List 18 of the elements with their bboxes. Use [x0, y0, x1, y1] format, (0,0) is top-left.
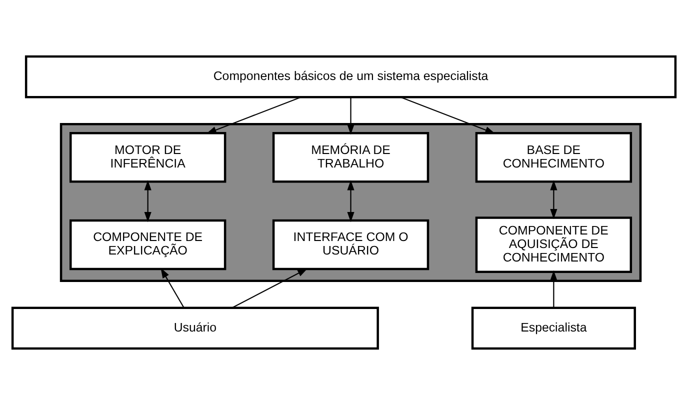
- node-box: COMPONENTE DE AQUISIÇÃO DE CONHECIMENTO: [475, 216, 632, 273]
- arrow: [206, 96, 302, 134]
- arrow: [144, 180, 152, 222]
- node-box: COMPONENTE DE EXPLICAÇÃO: [70, 219, 226, 270]
- node-box: BASE DE CONHECIMENTO: [475, 132, 632, 183]
- arrow: [400, 96, 496, 134]
- node-box: Especialista: [471, 306, 636, 350]
- arrow: [550, 270, 558, 308]
- node-box: MEMÓRIA DE TRABALHO: [272, 132, 430, 183]
- node-box: MOTOR DE INFERÊNCIA: [70, 132, 226, 183]
- arrow: [550, 180, 558, 220]
- arrow: [347, 180, 354, 222]
- arrow: [160, 268, 184, 308]
- node-box: INTERFACE COM O USUÁRIO: [272, 219, 430, 270]
- node-box: Usuário: [11, 306, 379, 350]
- arrow: [232, 268, 308, 308]
- node-box: Componentes básicos de um sistema especialista: [24, 55, 677, 98]
- arrow: [347, 97, 354, 135]
